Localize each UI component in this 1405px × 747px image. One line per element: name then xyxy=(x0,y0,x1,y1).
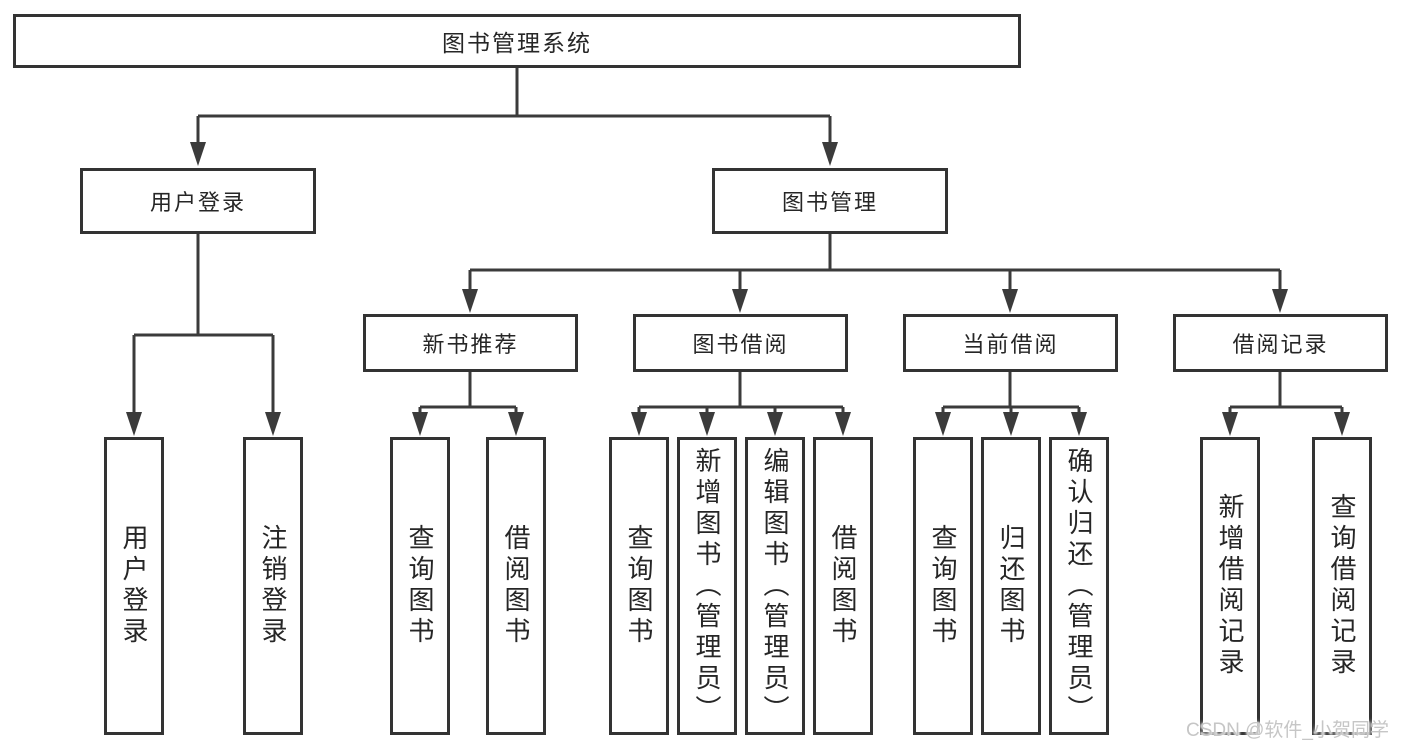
arrow-down-icon xyxy=(732,289,748,313)
edge-root-to-level2 xyxy=(196,68,832,142)
node-label: 借阅图书 xyxy=(501,524,531,648)
edge-user-login-to-leaves xyxy=(132,234,275,412)
node-label: 查询图书 xyxy=(928,524,958,648)
node-label: 图书借阅 xyxy=(692,332,789,357)
node-label: 借阅图书 xyxy=(828,524,858,648)
leaf-borrowing-edit-books-admin: 编辑图书（管理员） xyxy=(745,437,805,735)
leaf-current-confirm-return-admin: 确认归还（管理员） xyxy=(1049,437,1109,735)
edge-borrowing-records-to-leaves xyxy=(1228,372,1344,412)
leaf-borrowing-borrow-books: 借阅图书 xyxy=(813,437,873,735)
node-label: 新增借阅记录 xyxy=(1215,493,1245,679)
leaf-borrowing-add-books-admin: 新增图书（管理员） xyxy=(677,437,737,735)
node-label: 新增图书（管理员） xyxy=(692,446,722,726)
node-label: 新书推荐 xyxy=(422,332,519,357)
edge-new-book-recommendation-to-leaves xyxy=(418,372,518,412)
node-label: 查询借阅记录 xyxy=(1327,493,1357,679)
arrow-down-icon xyxy=(190,142,206,166)
arrow-down-icon xyxy=(265,412,281,436)
leaf-recommendation-query-books: 查询图书 xyxy=(390,437,450,735)
arrow-down-icon xyxy=(126,412,142,436)
arrow-down-icon xyxy=(1003,412,1019,436)
arrow-down-icon xyxy=(412,412,428,436)
arrow-down-icon xyxy=(822,142,838,166)
arrow-down-icon xyxy=(631,412,647,436)
node-current-borrowing: 当前借阅 xyxy=(903,314,1118,372)
node-book-management: 图书管理 xyxy=(712,168,948,234)
leaf-recommendation-borrow-books: 借阅图书 xyxy=(486,437,546,735)
node-label: 借阅记录 xyxy=(1232,332,1329,357)
arrow-down-icon xyxy=(462,289,478,313)
arrow-down-icon xyxy=(1002,289,1018,313)
node-library-management-system: 图书管理系统 xyxy=(13,14,1021,68)
node-label: 查询图书 xyxy=(624,524,654,648)
arrow-down-icon xyxy=(1222,412,1238,436)
watermark: CSDN @软件_小贺同学 xyxy=(1186,720,1389,741)
leaf-user-login: 用户登录 xyxy=(104,437,164,735)
edge-lines xyxy=(132,68,1344,412)
arrow-down-icon xyxy=(1334,412,1350,436)
edge-book-management-to-level3 xyxy=(468,234,1282,289)
node-label: 注销登录 xyxy=(258,524,288,648)
node-borrowing-records: 借阅记录 xyxy=(1173,314,1388,372)
node-label: 图书管理系统 xyxy=(442,30,592,56)
arrow-down-icon xyxy=(935,412,951,436)
node-label: 编辑图书（管理员） xyxy=(760,446,790,726)
node-label: 确认归还（管理员） xyxy=(1064,446,1094,726)
leaf-records-query-borrow-record: 查询借阅记录 xyxy=(1312,437,1372,735)
node-label: 用户登录 xyxy=(119,524,149,648)
node-book-borrowing: 图书借阅 xyxy=(633,314,848,372)
arrow-down-icon xyxy=(835,412,851,436)
node-label: 查询图书 xyxy=(405,524,435,648)
arrow-down-icon xyxy=(767,412,783,436)
node-label: 用户登录 xyxy=(149,190,246,215)
edge-current-borrowing-to-leaves xyxy=(941,372,1081,412)
leaf-borrowing-query-books: 查询图书 xyxy=(609,437,669,735)
leaf-current-return-books: 归还图书 xyxy=(981,437,1041,735)
node-label: 归还图书 xyxy=(996,524,1026,648)
node-label: 图书管理 xyxy=(781,190,878,215)
arrow-down-icons xyxy=(126,142,1350,436)
node-user-login: 用户登录 xyxy=(80,168,316,234)
edge-book-borrowing-to-leaves xyxy=(637,372,845,412)
arrow-down-icon xyxy=(1272,289,1288,313)
node-label: 当前借阅 xyxy=(962,332,1059,357)
leaf-records-add-borrow-record: 新增借阅记录 xyxy=(1200,437,1260,735)
arrow-down-icon xyxy=(1071,412,1087,436)
leaf-logout: 注销登录 xyxy=(243,437,303,735)
arrow-down-icon xyxy=(699,412,715,436)
arrow-down-icon xyxy=(508,412,524,436)
node-new-book-recommendation: 新书推荐 xyxy=(363,314,578,372)
leaf-current-query-books: 查询图书 xyxy=(913,437,973,735)
